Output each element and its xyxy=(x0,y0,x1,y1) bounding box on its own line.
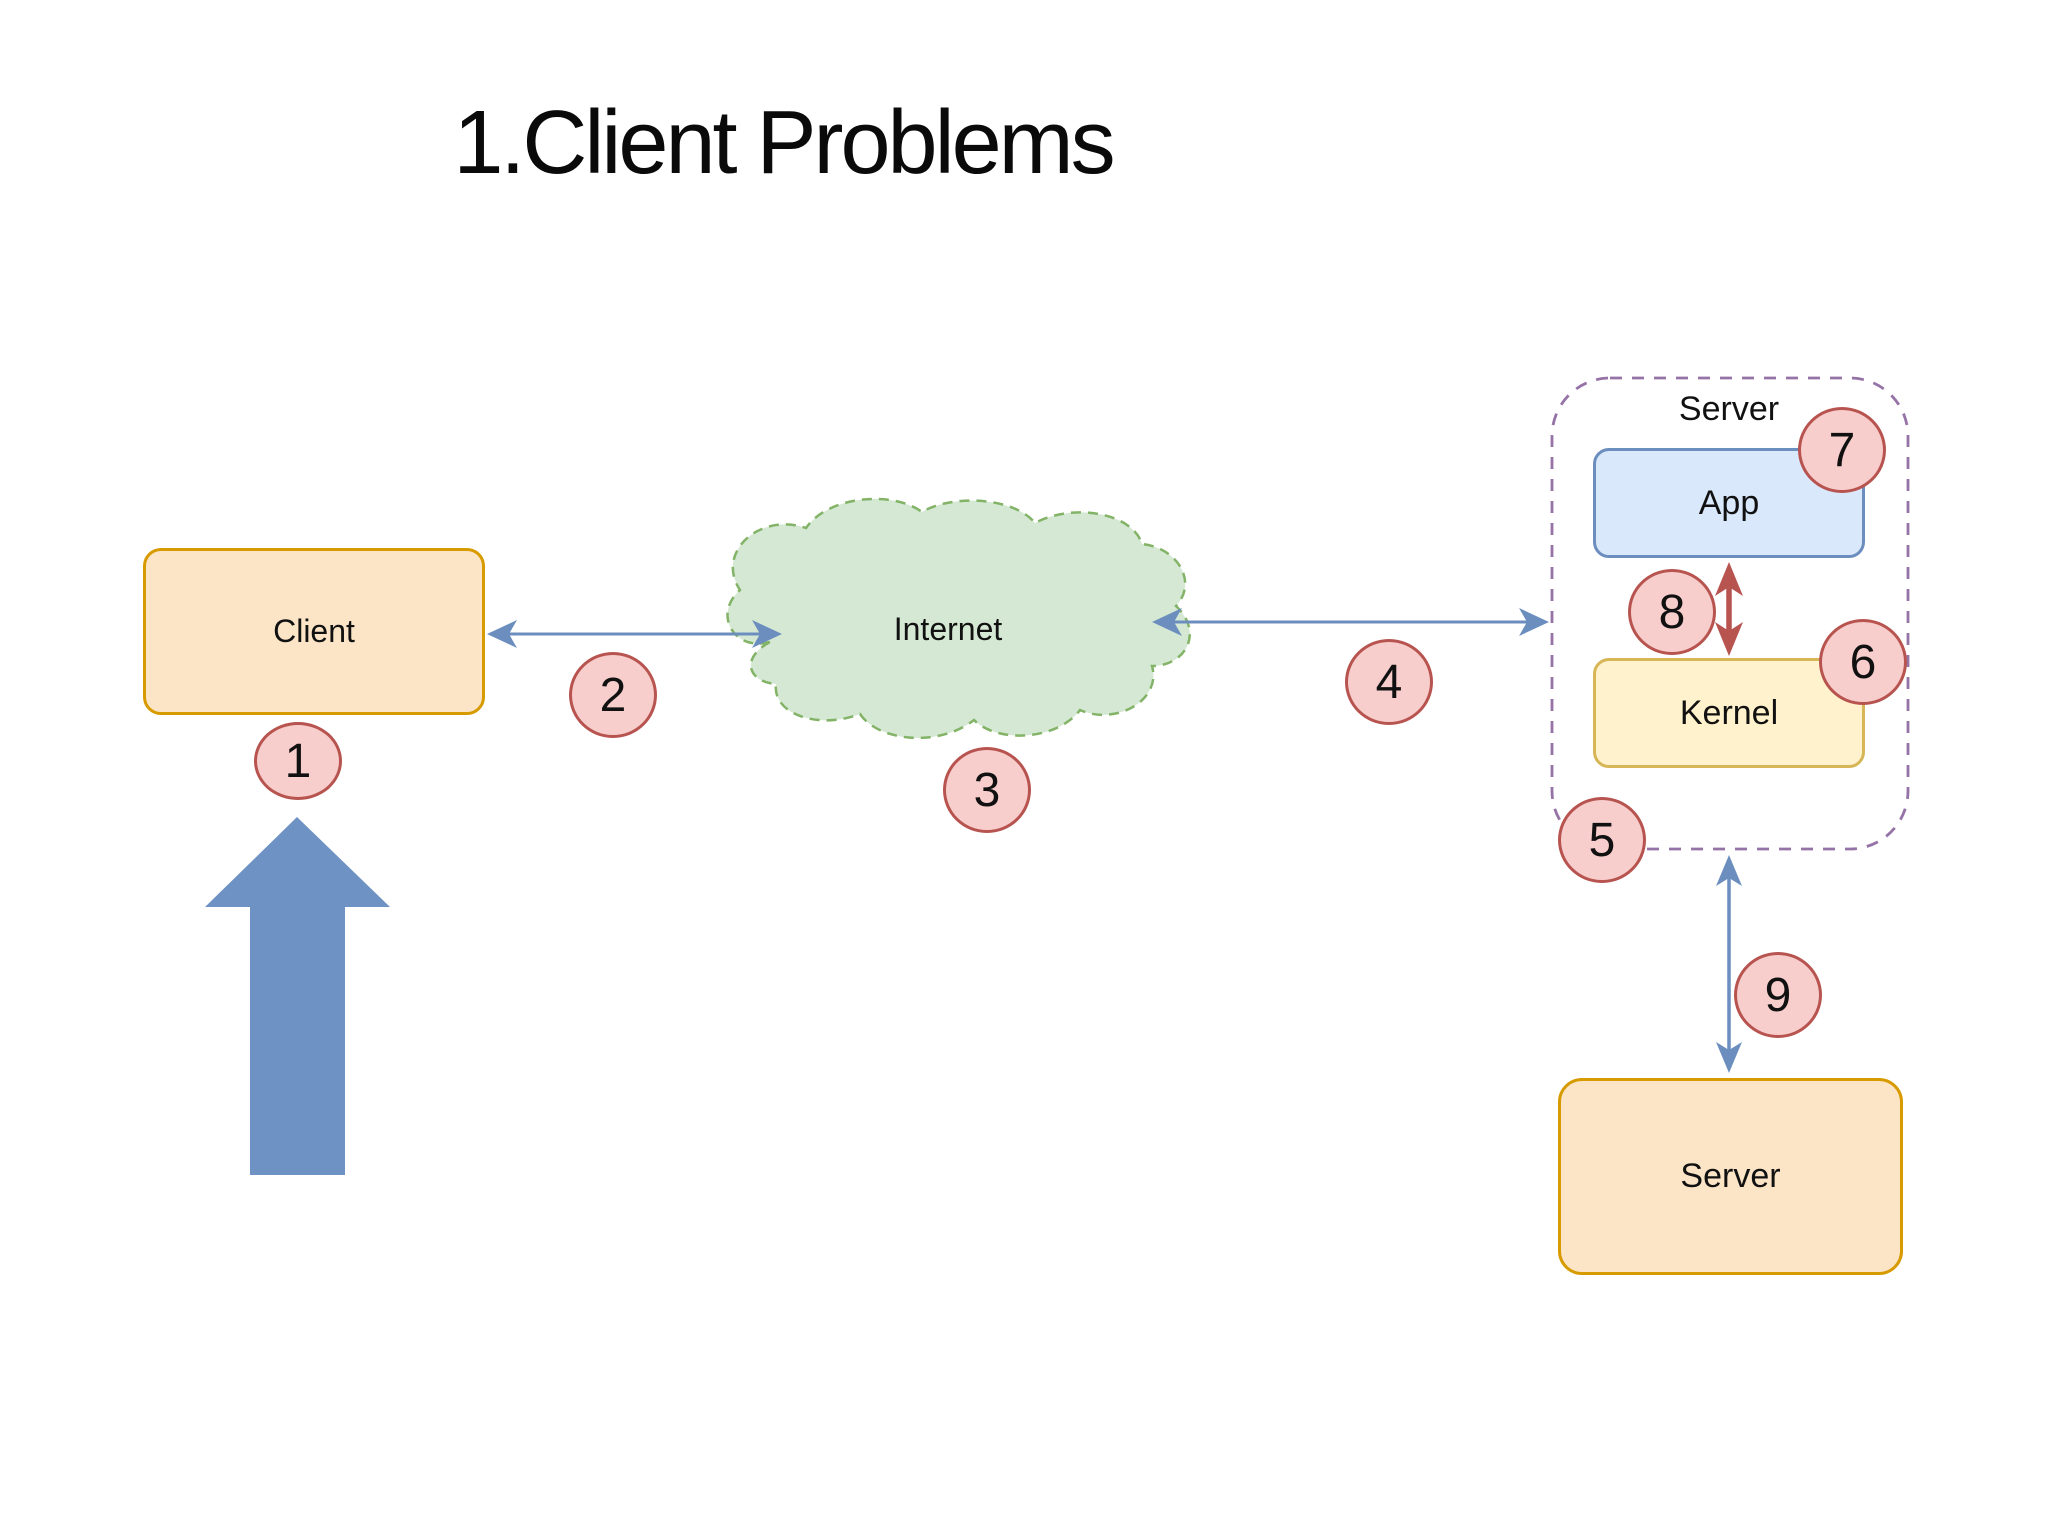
internet-server-head-left xyxy=(1152,608,1182,636)
page-title: 1.Client Problems xyxy=(453,93,1115,193)
badge-6: 6 xyxy=(1819,619,1907,705)
app-label: App xyxy=(1698,483,1760,522)
app-kernel-head-up xyxy=(1715,562,1743,596)
badge-9: 9 xyxy=(1734,952,1822,1038)
app-kernel-head-down xyxy=(1715,622,1743,656)
server-node: Server xyxy=(1558,1078,1903,1275)
badge-1: 1 xyxy=(254,722,342,800)
client-internet-head-right xyxy=(752,620,782,648)
badge-5: 5 xyxy=(1558,797,1646,883)
group-server-head-down xyxy=(1716,1042,1742,1073)
server-label: Server xyxy=(1680,1157,1781,1195)
badge-8: 8 xyxy=(1628,569,1716,655)
group-server-head-up xyxy=(1716,855,1742,886)
badge-4: 4 xyxy=(1345,639,1433,725)
client-internet-head-left xyxy=(487,620,517,648)
client-node: Client xyxy=(143,548,485,715)
badge-7: 7 xyxy=(1798,407,1886,493)
badge-2: 2 xyxy=(569,652,657,738)
client-label: Client xyxy=(273,613,355,649)
kernel-label: Kernel xyxy=(1679,693,1779,732)
badge-3: 3 xyxy=(943,747,1031,833)
server-group-label: Server xyxy=(1678,390,1780,428)
big-up-arrow xyxy=(205,817,390,1175)
internet-server-head-right xyxy=(1519,608,1549,636)
internet-label: Internet xyxy=(893,611,1003,647)
